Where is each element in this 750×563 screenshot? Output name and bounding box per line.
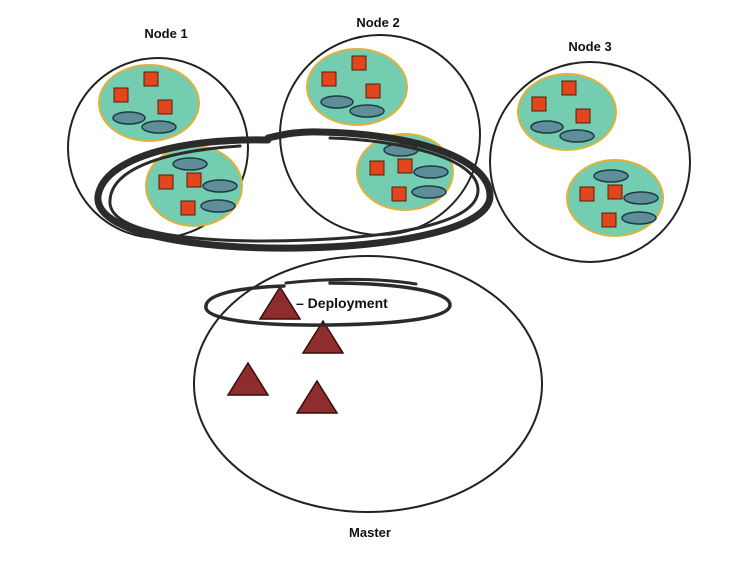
pod (98, 64, 200, 142)
container-square (351, 55, 367, 71)
container-square (143, 71, 159, 87)
deployment-pod-triangle (295, 379, 339, 414)
volume-shape (621, 211, 657, 225)
container-square (579, 186, 595, 202)
pod (306, 48, 408, 126)
volume-shape (530, 120, 564, 134)
pod (517, 73, 617, 151)
volume-shape (200, 199, 236, 213)
volume-shape (202, 179, 238, 193)
volume-shape (623, 191, 659, 205)
volume-shape (320, 95, 354, 109)
deployment-highlight (204, 277, 452, 327)
container-square (601, 212, 617, 228)
container-square (369, 160, 385, 176)
deployment-pod-triangle (301, 319, 345, 354)
pod (145, 145, 243, 227)
volume-shape (559, 129, 595, 143)
volume-shape (112, 111, 146, 125)
node-3-title: Node 3 (568, 39, 611, 54)
container-square (531, 96, 547, 112)
node-2-title: Node 2 (356, 15, 399, 30)
deployment-label: – Deployment (296, 295, 388, 311)
volume-shape (141, 120, 177, 134)
pod (566, 159, 664, 237)
master-ellipse (193, 255, 543, 513)
container-square (186, 172, 202, 188)
container-square (158, 174, 174, 190)
deployment-pod-triangle (258, 285, 302, 320)
volume-shape (172, 157, 208, 171)
container-square (575, 108, 591, 124)
container-square (180, 200, 196, 216)
container-square (113, 87, 129, 103)
node-1-title: Node 1 (144, 26, 187, 41)
replica-highlight (94, 128, 494, 252)
volume-shape (413, 165, 449, 179)
container-square (365, 83, 381, 99)
pods-layer (98, 48, 664, 237)
container-square (561, 80, 577, 96)
master-title: Master (349, 525, 391, 540)
volume-shape (593, 169, 629, 183)
volume-shape (411, 185, 447, 199)
container-square (397, 158, 413, 174)
deployment-pods (226, 285, 345, 414)
container-square (607, 184, 623, 200)
container-square (321, 71, 337, 87)
deployment-pod-triangle (226, 361, 270, 396)
container-square (391, 186, 407, 202)
volume-shape (349, 104, 385, 118)
container-square (157, 99, 173, 115)
